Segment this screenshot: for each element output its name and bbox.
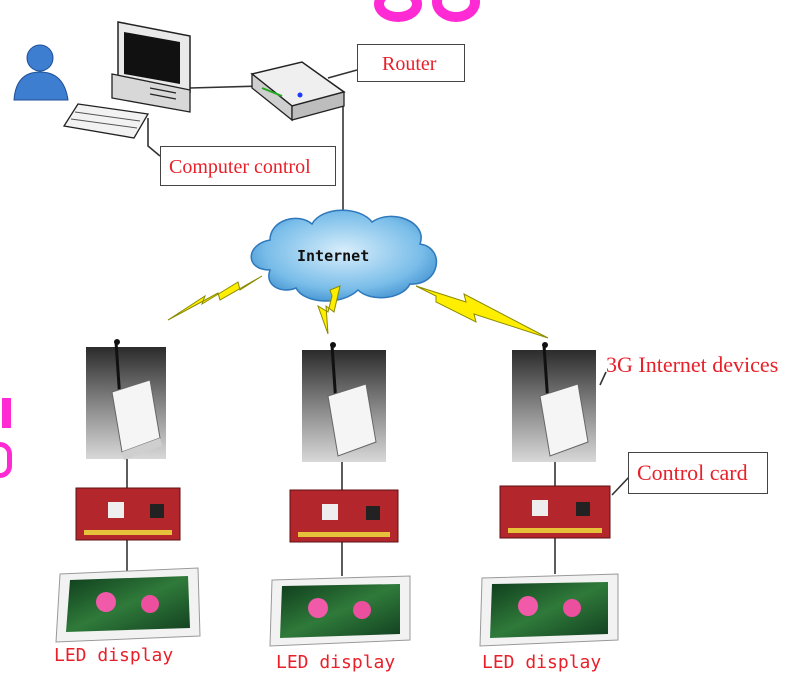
router-icon [250, 61, 346, 122]
control-card-label: Control card [628, 452, 768, 494]
user-icon [13, 44, 69, 101]
cloud-icon [250, 209, 438, 302]
computer-icon [62, 21, 191, 139]
control-card-icon [75, 485, 611, 543]
led-display-label-1: LED display [54, 645, 174, 666]
router-label: Router [357, 44, 465, 82]
decorative-mark-left [0, 398, 14, 488]
lightning-icon [167, 275, 549, 339]
internet-label: Internet [297, 247, 370, 265]
led-panel-icon [55, 567, 619, 647]
led-display-label-3: LED display [482, 652, 602, 673]
3g-devices-label: 3G Internet devices [606, 352, 779, 377]
modem-icon [86, 339, 596, 462]
computer-control-label: Computer control [160, 146, 336, 186]
connection-lines [126, 69, 631, 576]
decorative-mark-top [374, 0, 484, 28]
led-display-label-2: LED display [276, 652, 396, 673]
